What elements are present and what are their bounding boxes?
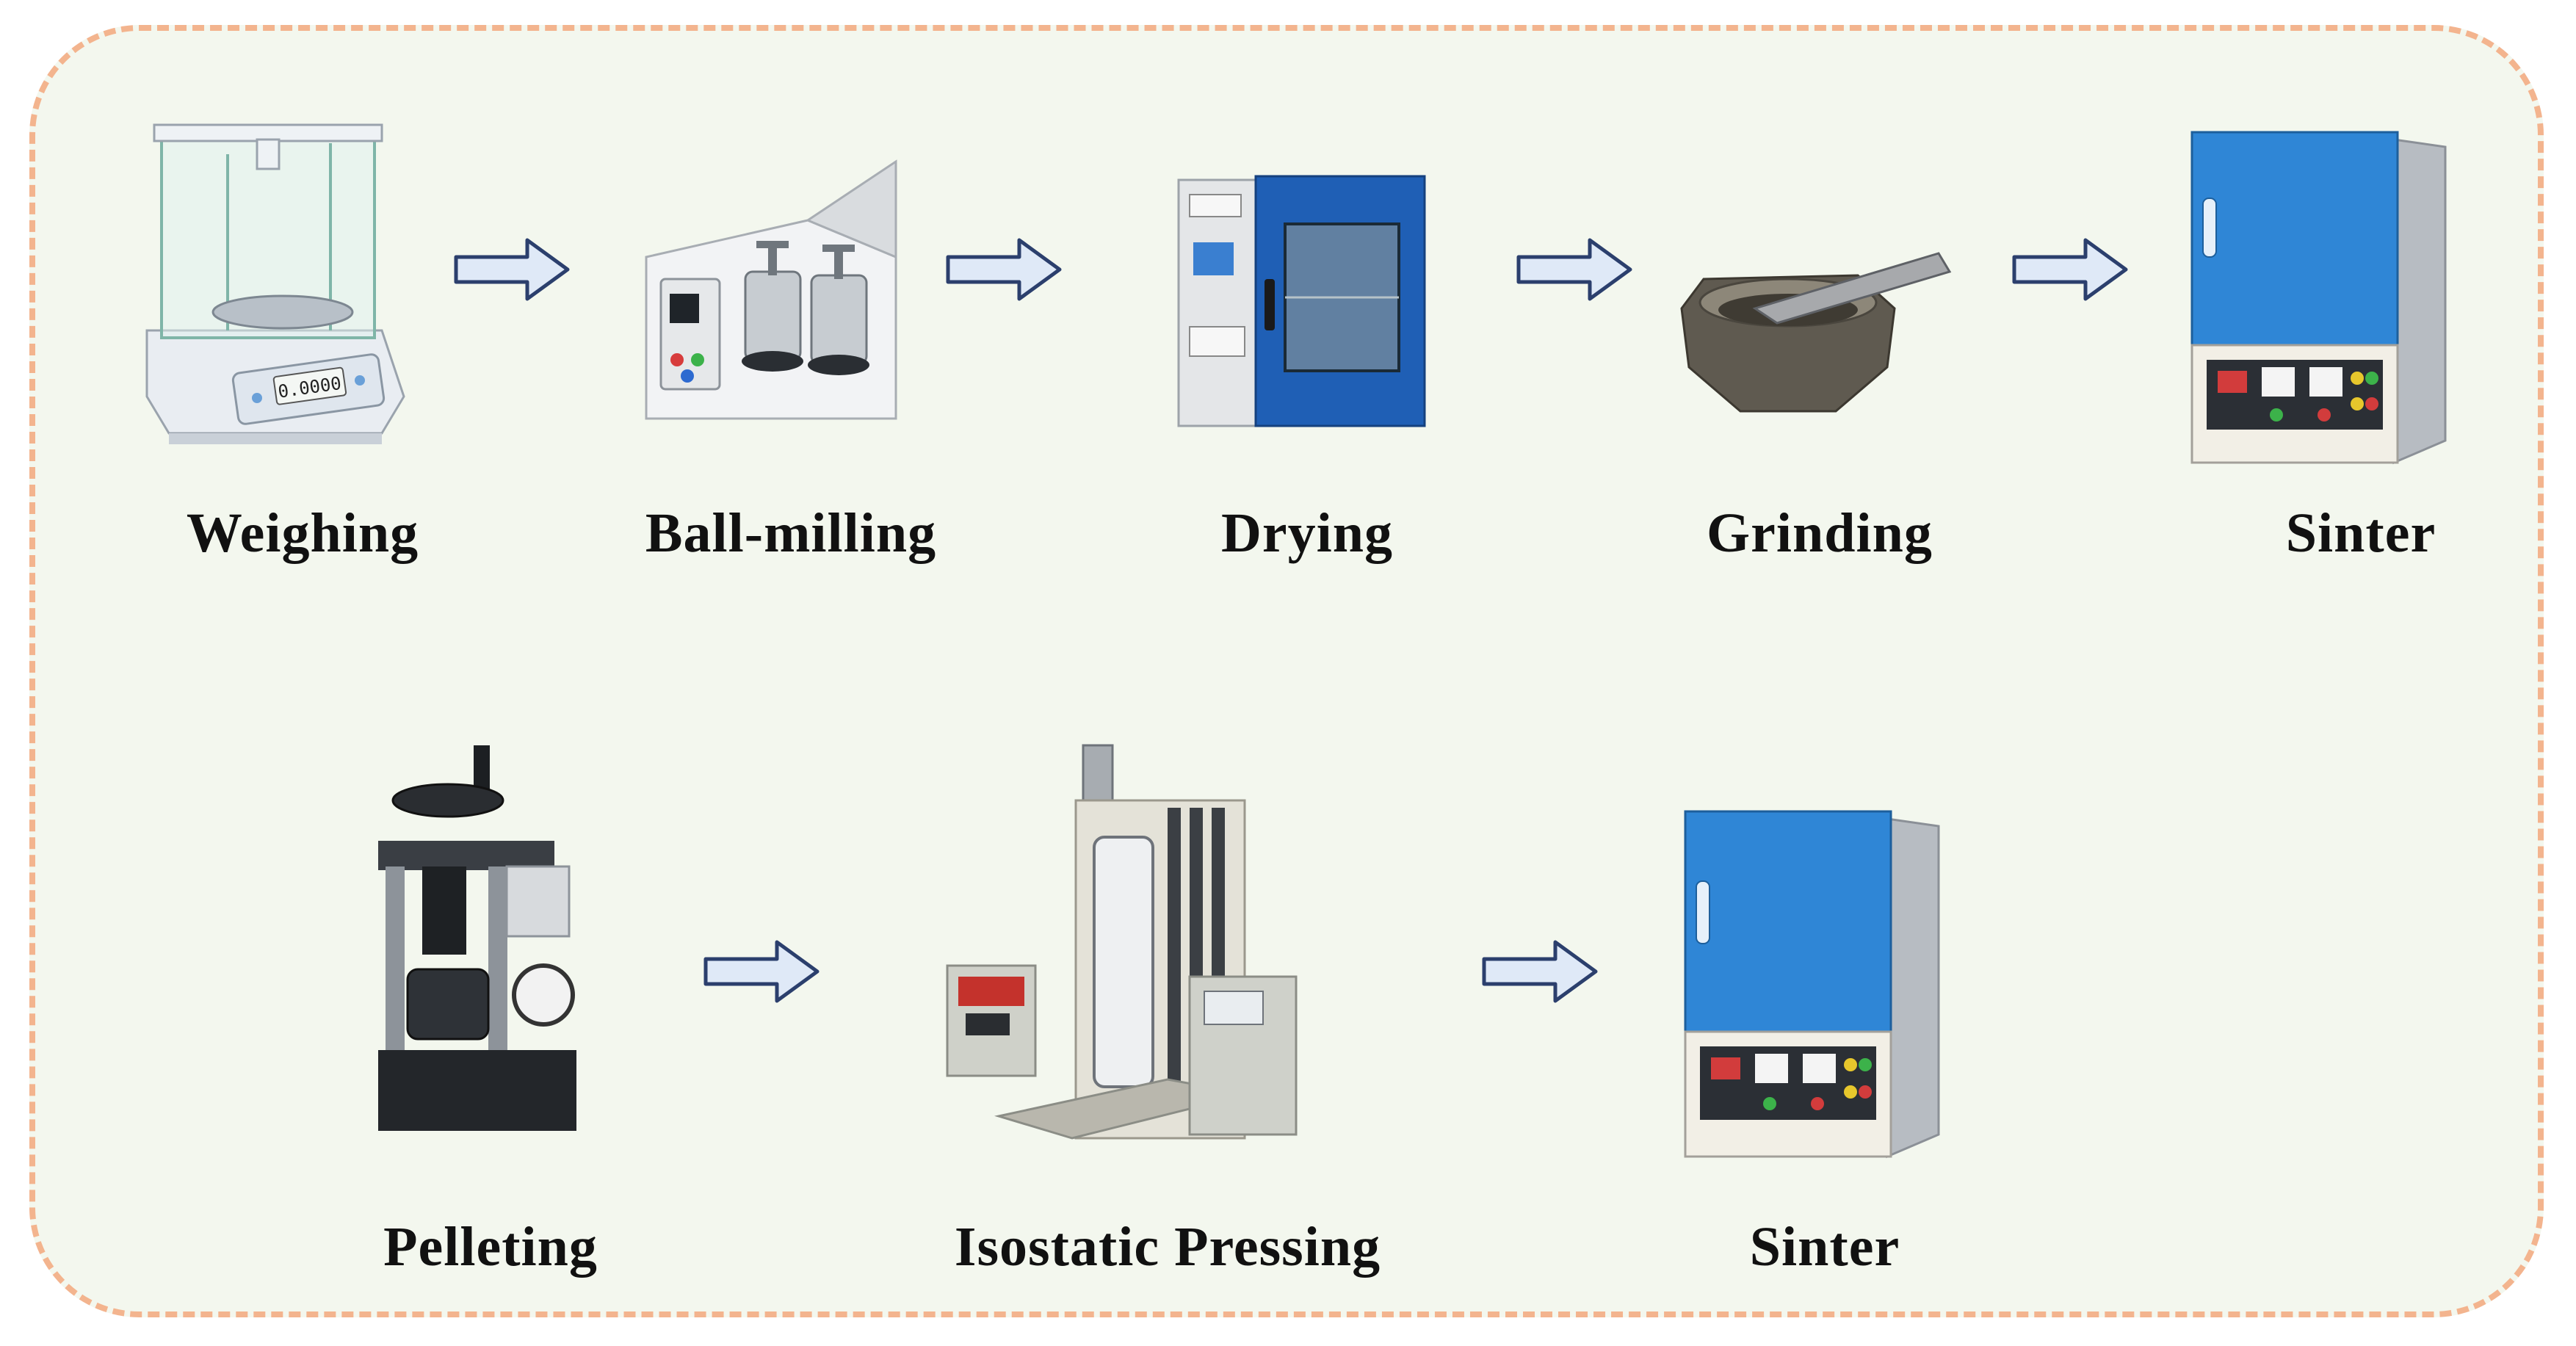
label-ball-milling: Ball-milling [645, 502, 937, 564]
step-weighing: 0.0000 [140, 110, 419, 448]
drying-oven-icon [1177, 175, 1426, 427]
step-pelleting [367, 742, 580, 1138]
isostatic-press-icon [946, 744, 1298, 1140]
label-pelleting: Pelleting [383, 1216, 598, 1278]
step-sinter-1 [2181, 125, 2460, 465]
right-arrow-icon [2012, 238, 2128, 301]
analytical-balance-icon: 0.0000 [145, 123, 405, 444]
right-arrow-icon [454, 238, 570, 301]
step-sinter-2 [1674, 804, 1953, 1159]
step-isostatic-pressing [946, 742, 1300, 1146]
muffle-furnace-icon [1684, 810, 1940, 1159]
label-grinding: Grinding [1707, 502, 1933, 564]
step-grinding [1674, 242, 1953, 426]
label-weighing: Weighing [186, 502, 419, 564]
muffle-furnace-icon [2190, 131, 2447, 465]
step-drying [1175, 169, 1432, 433]
hydraulic-press-icon [378, 745, 576, 1131]
step-ball-milling [632, 147, 911, 441]
right-arrow-icon [1516, 238, 1632, 301]
label-sinter-2: Sinter [1749, 1216, 1900, 1278]
label-isostatic-pressing: Isostatic Pressing [954, 1216, 1381, 1278]
planetary-ball-mill-icon [645, 159, 897, 420]
mortar-and-pestle-icon [1680, 252, 1952, 413]
right-arrow-icon [946, 238, 1062, 301]
label-sinter-1: Sinter [2285, 502, 2436, 564]
right-arrow-icon [703, 940, 820, 1003]
right-arrow-icon [1482, 940, 1598, 1003]
label-drying: Drying [1221, 502, 1393, 564]
